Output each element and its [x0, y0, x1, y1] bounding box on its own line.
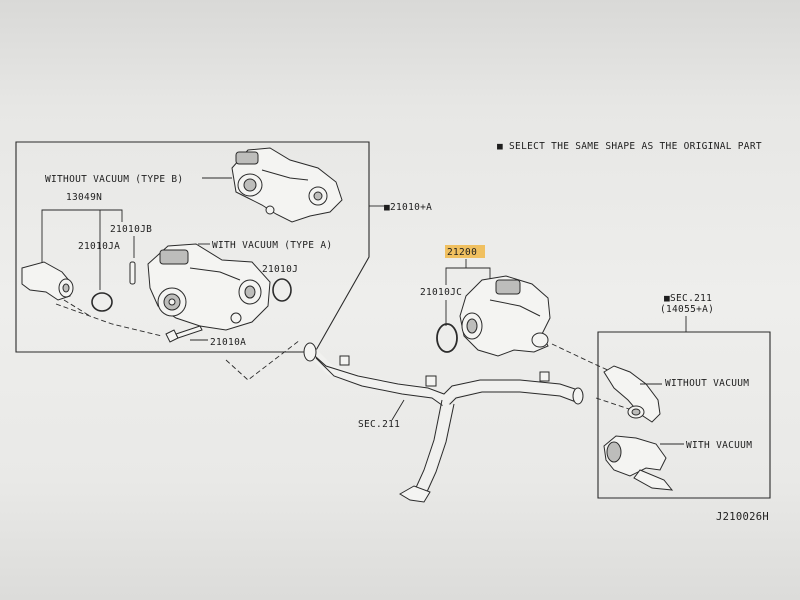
type-b-label: WITHOUT VACUUM (TYPE B) — [45, 174, 183, 185]
type-a-label: WITH VACUUM (TYPE A) — [212, 240, 332, 251]
part-21200-label: 21200 — [447, 247, 477, 258]
hose-without-vacuum — [603, 365, 661, 423]
part-21010-a-set-label: ■21010+A — [384, 202, 432, 213]
selection-note: ■ SELECT THE SAME SHAPE AS THE ORIGINAL … — [497, 141, 762, 152]
part-21010ja-label: 21010JA — [78, 241, 120, 252]
part-21010jb-label: 21010JB — [110, 224, 152, 235]
right-assembly-frame — [597, 331, 771, 499]
part-21200-highlight — [445, 245, 485, 258]
sec211-ref-label: ■SEC.211 — [664, 293, 712, 304]
without-vacuum-label: WITHOUT VACUUM — [665, 378, 749, 389]
o-ring-21010jc — [436, 323, 458, 353]
housing-type-a — [147, 243, 271, 331]
clip-21010jb — [129, 261, 136, 285]
bolt-21010a — [165, 325, 203, 343]
sec211-pipe-label: SEC.211 — [358, 419, 400, 430]
part-13049n-label: 13049N — [66, 192, 102, 203]
part-21010jc-label: 21010JC — [420, 287, 462, 298]
thermostat-housing-21200 — [459, 275, 551, 357]
left-assembly-frame — [15, 141, 370, 353]
sec211-ref-sublabel: (14055+A) — [660, 304, 714, 315]
with-vacuum-label: WITH VACUUM — [686, 440, 752, 451]
part-21010j-label: 21010J — [262, 264, 298, 275]
o-ring-21010j — [272, 278, 292, 302]
water-pipe-sec211 — [303, 342, 584, 503]
water-inlet-fitting — [21, 261, 74, 301]
drawing-id: J210026H — [716, 511, 769, 523]
housing-type-b — [231, 147, 343, 223]
part-21010a-label: 21010A — [210, 337, 246, 348]
o-ring-21010ja — [91, 292, 113, 312]
hose-with-vacuum — [603, 435, 674, 491]
